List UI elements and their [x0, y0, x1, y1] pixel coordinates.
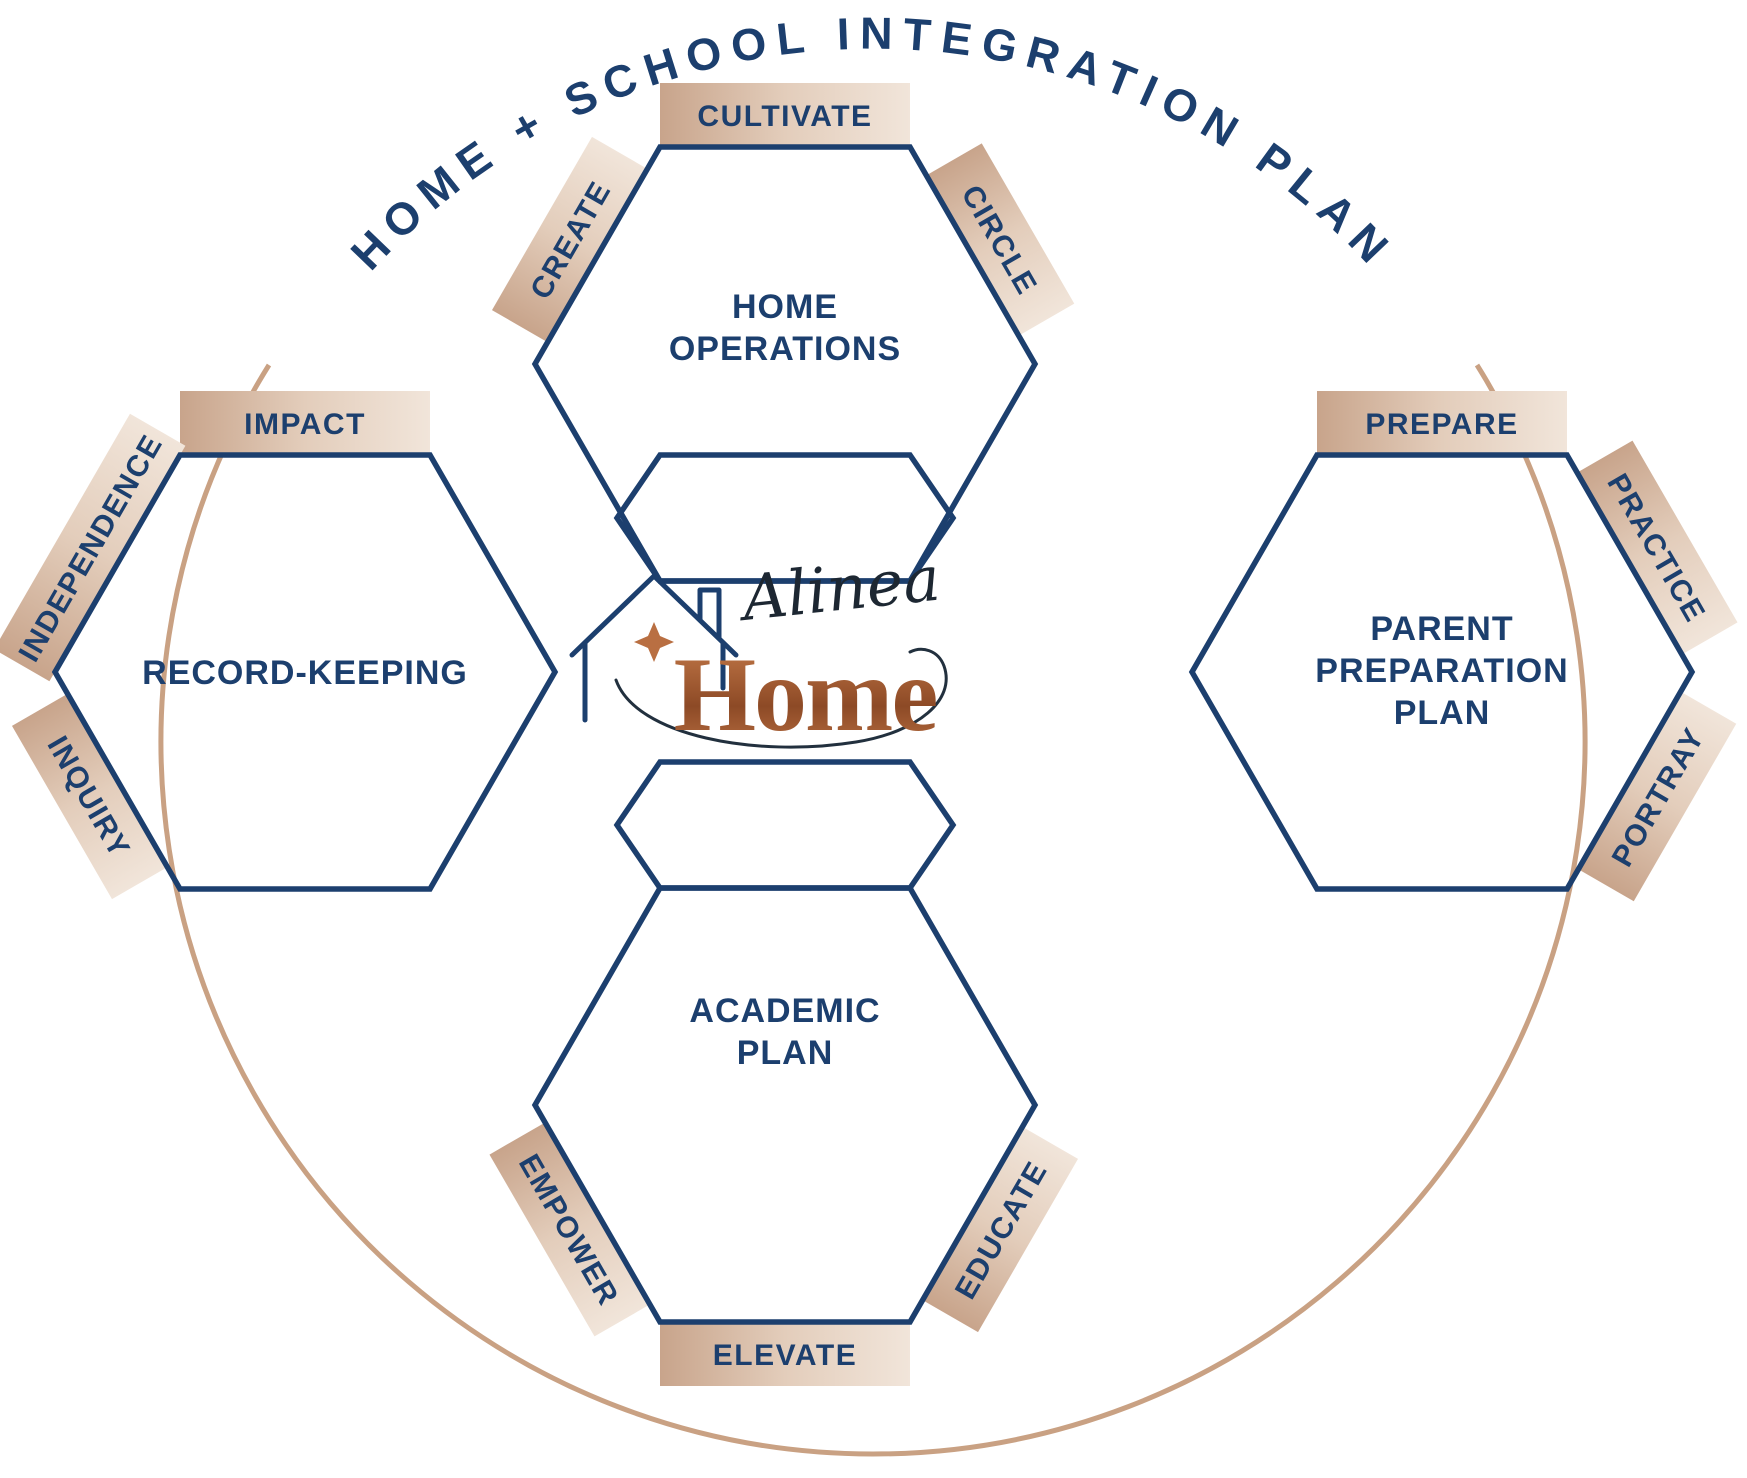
ribbon-empower: EMPOWER [489, 1122, 650, 1337]
hexagon-titles: HOME OPERATIONS RECORD-KEEPING PARENT PR… [142, 288, 1568, 1072]
logo-script-text: Alinea [734, 542, 944, 636]
academic-plan-line1: ACADEMIC [689, 992, 880, 1030]
parent-preparation-line2: PREPARATION [1315, 652, 1568, 690]
logo-wordmark: Home [674, 636, 937, 753]
ribbon-practice-bg [1577, 440, 1738, 655]
ribbon-prepare-bg [1317, 391, 1567, 455]
ribbon-cultivate: CULTIVATE [660, 83, 910, 147]
ribbon-inquiry-bg [11, 693, 168, 900]
hexagon-record-keeping [51, 452, 559, 892]
ribbon-independence: INDEPENDENCE [0, 413, 186, 682]
ribbon-inquiry: INQUIRY [11, 693, 168, 900]
ribbon-independence-bg [0, 413, 186, 682]
center-hexagon-upper [613, 452, 957, 584]
ribbon-empower-bg [489, 1122, 650, 1337]
home-operations-line2: OPERATIONS [669, 330, 901, 368]
outer-circle [158, 363, 1588, 1457]
alinea-home-logo: Home Alinea [569, 542, 948, 753]
ribbon-elevate-label: ELEVATE [713, 1339, 857, 1372]
ribbon-cultivate-label: CULTIVATE [697, 100, 872, 133]
ribbon-impact-label: IMPACT [244, 408, 366, 441]
ribbon-elevate: ELEVATE [660, 1322, 910, 1386]
house-chimney-icon [697, 587, 722, 641]
academic-plan-line2: PLAN [737, 1034, 834, 1072]
home-operations-line1: HOME [732, 288, 838, 326]
star-icon [634, 622, 674, 662]
house-roof-icon [569, 573, 739, 658]
ribbon-prepare: PREPARE [1317, 391, 1567, 455]
parent-preparation-line3: PLAN [1394, 694, 1491, 732]
center-hexagon-lower [613, 759, 957, 891]
ribbon-portray: PORTRAY [1578, 691, 1737, 902]
ribbon-impact-bg [180, 391, 430, 455]
ribbon-circle-bg [926, 143, 1075, 336]
record-keeping-line1: RECORD-KEEPING [142, 654, 468, 692]
logo-swoosh [614, 647, 948, 749]
parent-preparation-line1: PARENT [1370, 610, 1513, 648]
ribbon-portray-bg [1578, 691, 1737, 902]
ribbon-educate: EDUCATE [922, 1126, 1079, 1333]
ribbon-cultivate-bg [660, 83, 910, 147]
ribbon-practice: PRACTICE [1577, 440, 1738, 655]
ribbon-create: CREATE [491, 136, 648, 343]
ribbon-impact: IMPACT [180, 391, 430, 455]
hexagon-parent-preparation [1188, 452, 1696, 892]
ribbon-create-bg [491, 136, 648, 343]
ribbon-educate-bg [922, 1126, 1079, 1333]
ribbon-independence-label: INDEPENDENCE [13, 429, 170, 668]
ribbon-elevate-bg [660, 1322, 910, 1386]
ribbon-prepare-label: PREPARE [1365, 408, 1518, 441]
